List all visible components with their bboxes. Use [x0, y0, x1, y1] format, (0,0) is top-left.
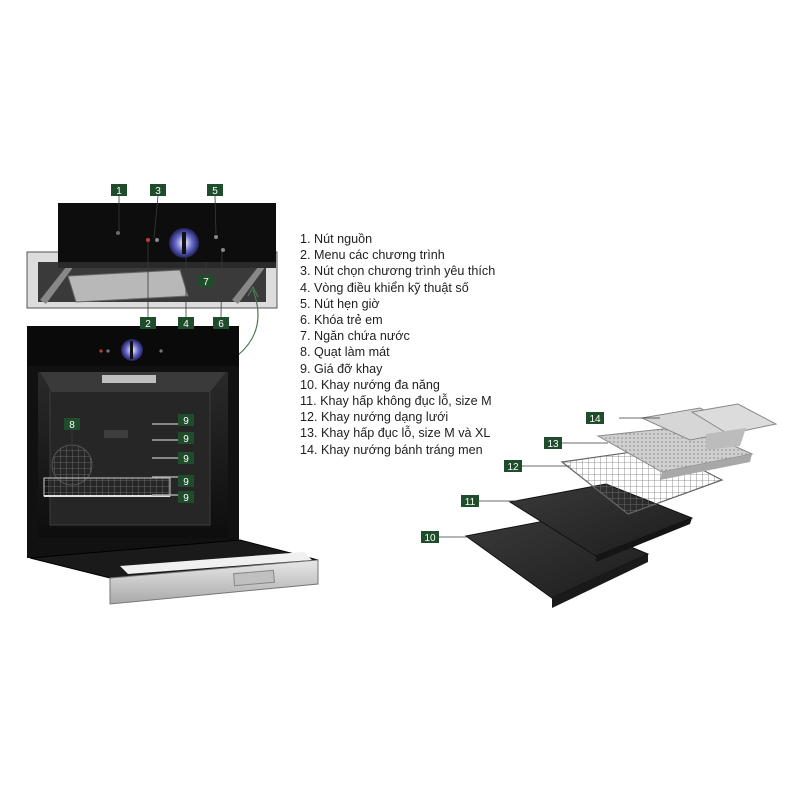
badge-8-label: 8	[69, 420, 75, 431]
badge-13: 13	[544, 437, 562, 450]
perforated-steam-tray-rim	[660, 454, 752, 480]
control-panel-detail	[26, 203, 278, 309]
badge-10: 10	[421, 531, 439, 544]
power-button-icon	[116, 231, 120, 235]
badge-9-c-label: 9	[183, 454, 189, 465]
badge-2: 2	[140, 317, 156, 330]
door-handle-slot	[233, 569, 275, 587]
badge-6: 6	[213, 317, 229, 330]
legend-item: 2. Menu các chương trình	[300, 248, 445, 263]
badge-3: 3	[150, 184, 166, 197]
callout-badges: 1 3 5 7 2 4 6 8 9 9 9 9 9 14 13 12 11 10	[64, 184, 604, 544]
legend-item: 5. Nút hẹn giờ	[300, 296, 380, 311]
enamel-pan-3	[706, 428, 746, 450]
child-lock-icon	[221, 248, 225, 252]
legend-item: 1. Nút nguồn	[300, 232, 373, 246]
oven-timer-icon	[159, 349, 163, 353]
badge-12: 12	[504, 460, 522, 473]
badge-13-label: 13	[547, 439, 559, 450]
badge-11-label: 11	[465, 497, 476, 508]
legend-item: 7. Ngăn chứa nước	[300, 329, 410, 344]
badge-9-b-label: 9	[183, 434, 189, 445]
legend-item: 3. Nút chọn chương trình yêu thích	[300, 264, 496, 279]
leader-lines	[71, 195, 660, 538]
badge-4: 4	[178, 317, 194, 330]
badge-9-a-label: 9	[183, 416, 189, 427]
badge-2-label: 2	[145, 319, 151, 330]
multi-purpose-tray-rim	[552, 554, 648, 608]
oven-body	[27, 326, 319, 605]
badge-9-c: 9	[178, 452, 194, 465]
badge-1: 1	[111, 184, 127, 197]
oven-button-icon	[106, 349, 110, 353]
badge-9-e: 9	[178, 491, 194, 504]
favorite-button-icon	[155, 238, 159, 242]
legend-item: 11. Khay hấp không đục lỗ, size M	[300, 394, 492, 409]
steam-tray-solid-rim	[596, 518, 692, 562]
panel-bottom-edge	[58, 262, 276, 268]
badge-9-d-label: 9	[183, 477, 189, 488]
legend-item: 8. Quạt làm mát	[300, 345, 390, 360]
badge-9-b: 9	[178, 432, 194, 445]
badge-7-label: 7	[203, 277, 209, 288]
badge-4-label: 4	[183, 319, 189, 330]
badge-3-label: 3	[155, 186, 161, 197]
oven-dial-center	[130, 341, 133, 359]
badge-9-a: 9	[178, 414, 194, 427]
control-panel-face	[58, 203, 276, 268]
badge-14-label: 14	[589, 414, 601, 425]
legend-item: 14. Khay nướng bánh tráng men	[300, 442, 483, 457]
badge-8: 8	[64, 418, 80, 431]
rack-in-oven	[43, 477, 171, 497]
badge-6-label: 6	[218, 319, 224, 330]
panel-hinge	[40, 262, 74, 304]
door-glass-band	[120, 552, 312, 574]
legend-item: 6. Khóa trẻ em	[300, 313, 383, 328]
badge-9-d: 9	[178, 475, 194, 488]
cavity-ceiling-light	[102, 375, 156, 383]
badge-10-label: 10	[424, 533, 436, 544]
badge-14: 14	[586, 412, 604, 425]
arrow-head-icon	[247, 285, 259, 298]
timer-button-icon	[214, 235, 218, 239]
badge-7: 7	[198, 275, 214, 288]
dial-center	[182, 232, 186, 254]
menu-button-icon	[146, 238, 150, 242]
badge-1-label: 1	[116, 186, 122, 197]
legend-item: 4. Vòng điều khiển kỹ thuật số	[300, 280, 469, 295]
badge-5-label: 5	[212, 186, 218, 197]
badge-11: 11	[461, 495, 479, 508]
badge-12-label: 12	[507, 462, 519, 473]
legend-item: 12. Khay nướng dạng lưới	[300, 410, 449, 425]
panel-hinge-right	[232, 262, 266, 304]
cavity-side-vent	[104, 430, 128, 438]
badge-5: 5	[207, 184, 223, 197]
oven-button-red-icon	[99, 349, 103, 353]
parts-legend: 1. Nút nguồn 2. Menu các chương trình 3.…	[300, 231, 495, 458]
legend-item: 9. Giá đỡ khay	[300, 361, 383, 376]
enamel-pan-2	[690, 403, 778, 435]
legend-item: 13. Khay hấp đục lỗ, size M và XL	[300, 426, 491, 441]
accessories	[464, 403, 778, 608]
water-tank	[67, 269, 189, 303]
badge-9-e-label: 9	[183, 493, 189, 504]
curved-arrow-icon	[237, 289, 259, 356]
legend-item: 10. Khay nướng đa năng	[300, 377, 440, 392]
